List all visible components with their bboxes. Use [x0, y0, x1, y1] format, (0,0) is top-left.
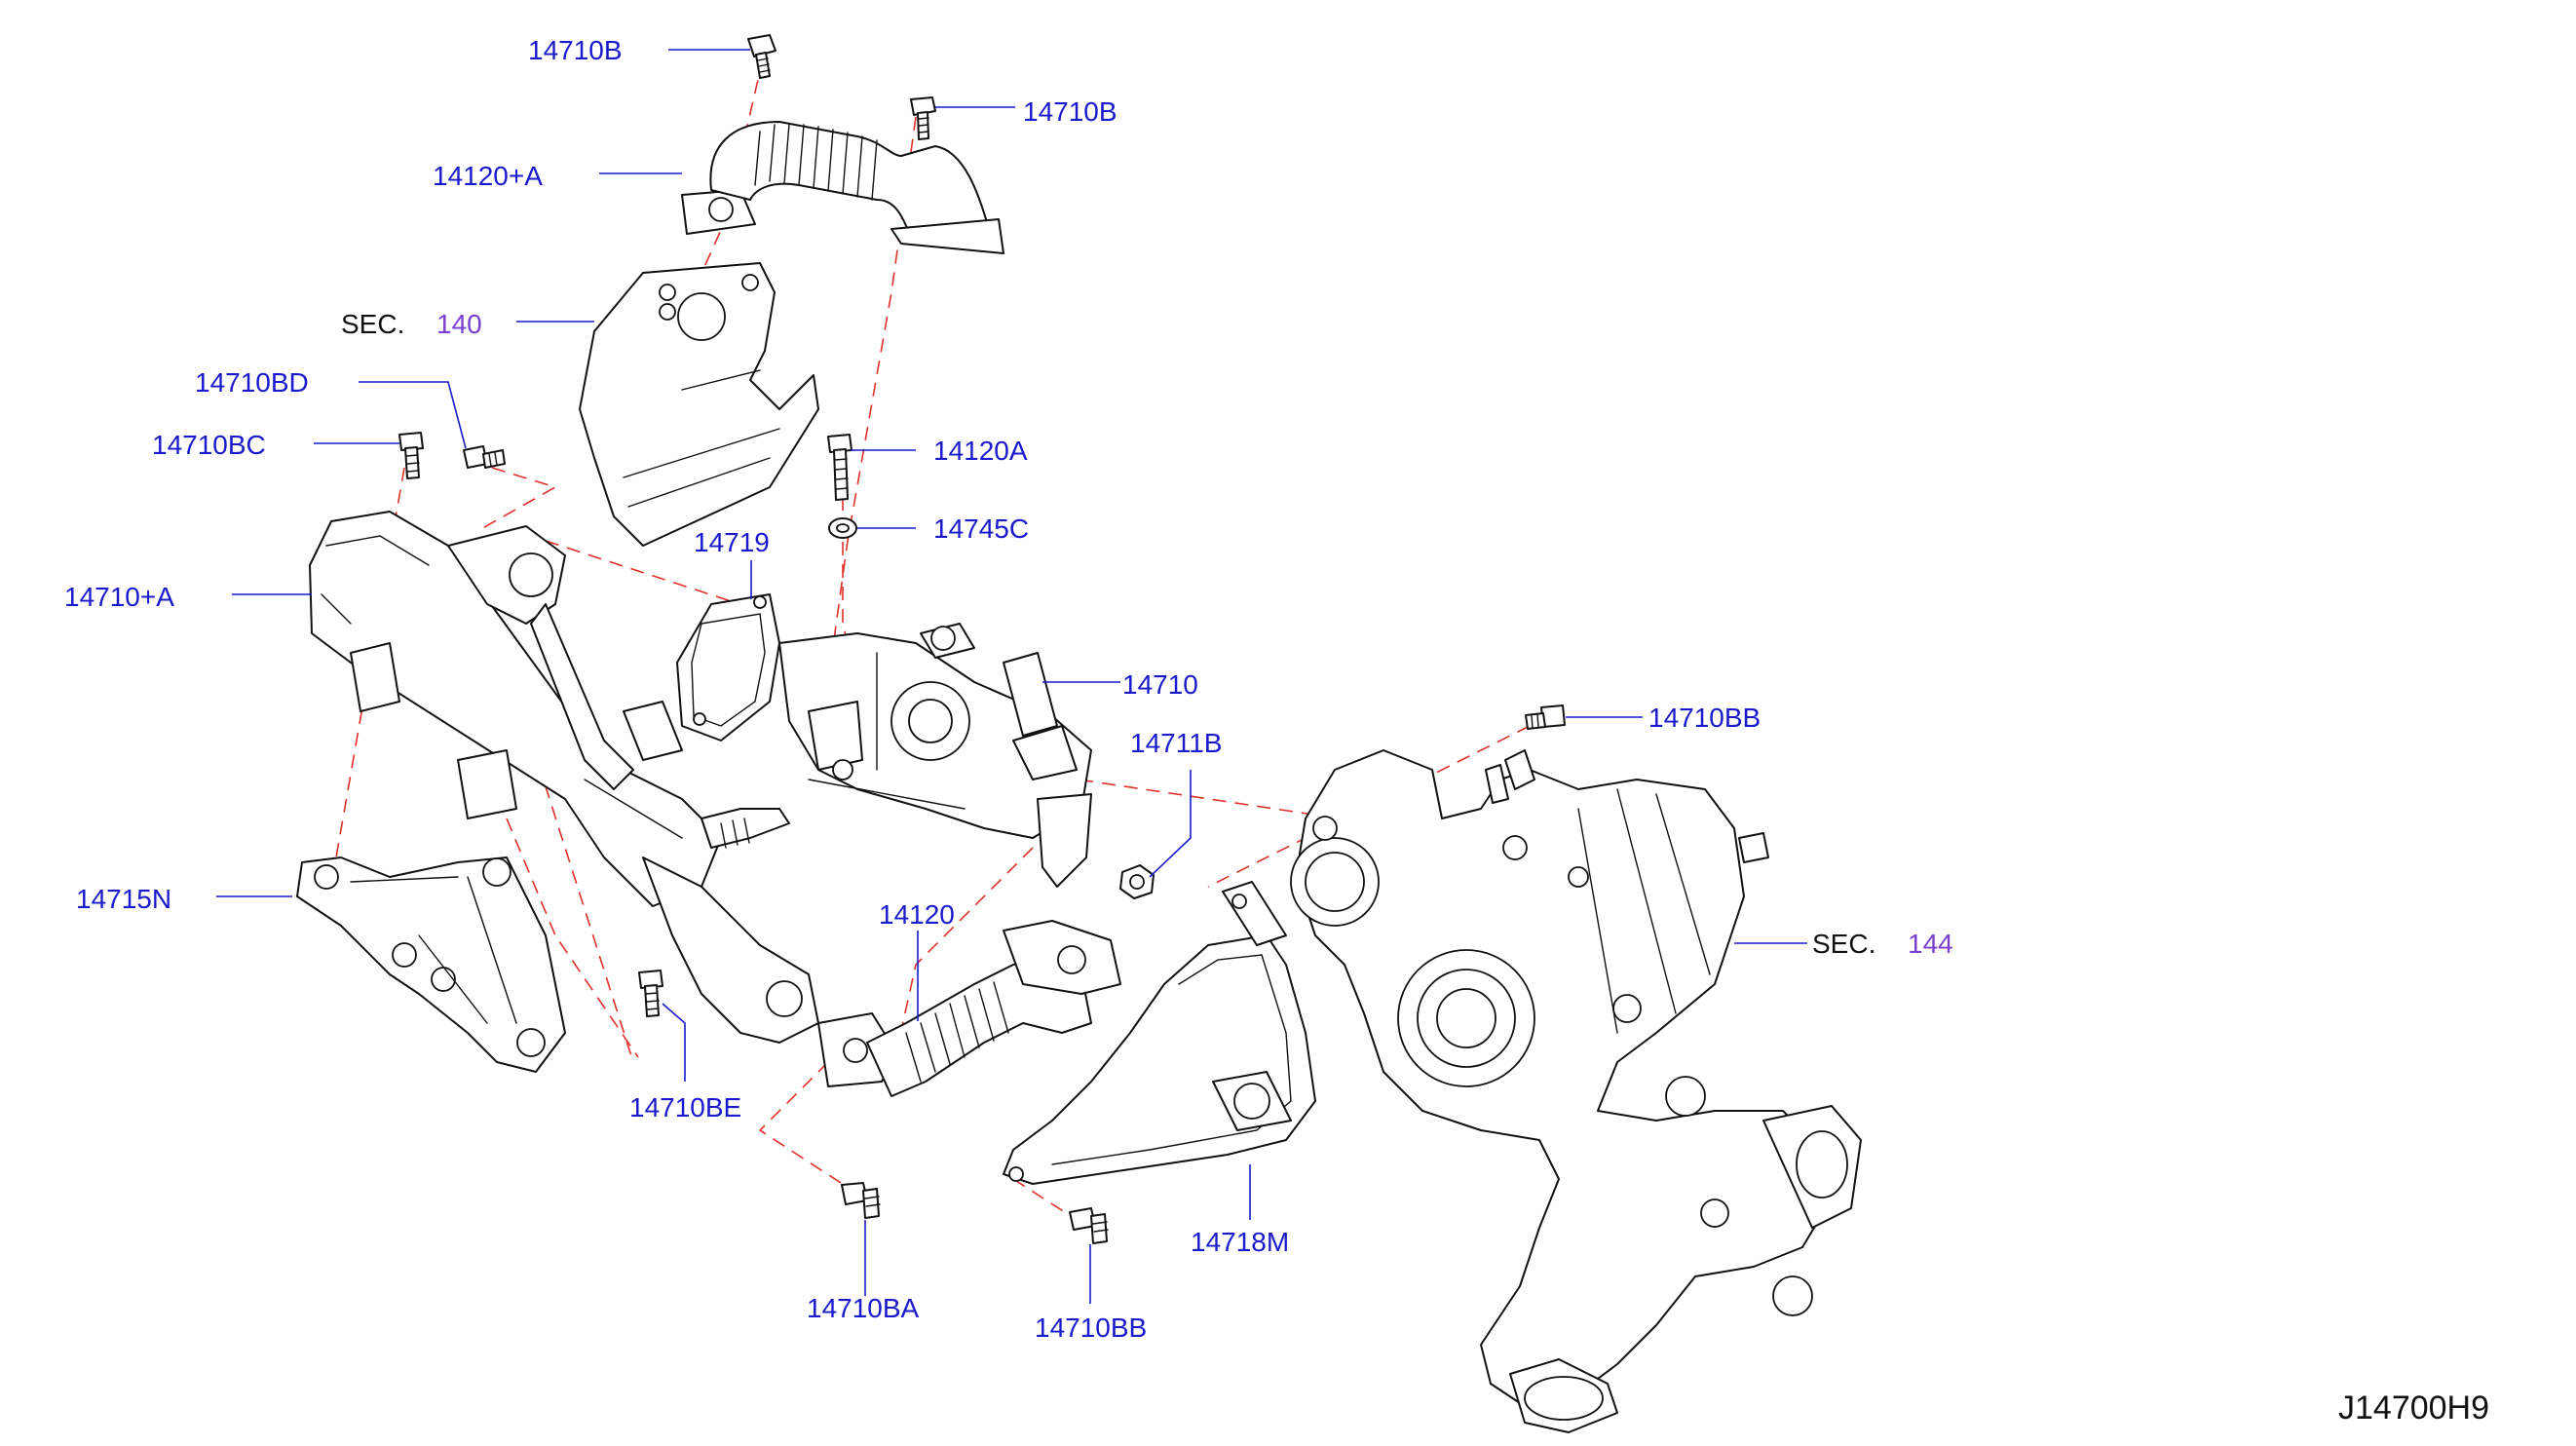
label-14120[interactable]: 14120 — [879, 899, 955, 930]
label-14719[interactable]: 14719 — [694, 527, 770, 557]
label-14710be[interactable]: 14710BE — [629, 1092, 741, 1123]
lower-egr-hose-icon[interactable] — [817, 920, 1121, 1097]
bolt-14710bc-icon[interactable] — [398, 432, 424, 479]
label-14745c[interactable]: 14745C — [933, 514, 1029, 544]
bracket-14715n-icon[interactable] — [296, 856, 566, 1073]
sec-144-link[interactable]: 144 — [1908, 929, 1953, 959]
upper-egr-hose-icon[interactable] — [681, 121, 1004, 254]
egr-cooler-14710a-icon[interactable] — [309, 511, 819, 1044]
label-14710bd[interactable]: 14710BD — [195, 367, 309, 398]
label-14710b-top-left[interactable]: 14710B — [528, 35, 623, 65]
egr-valve-14710-icon[interactable] — [778, 623, 1092, 888]
label-14710-plus-a[interactable]: 14710+A — [64, 582, 174, 612]
bolt-14710be-icon[interactable] — [638, 970, 663, 1017]
label-14710ba[interactable]: 14710BA — [807, 1293, 920, 1323]
label-14710bb-bottom[interactable]: 14710BB — [1035, 1313, 1147, 1343]
bolt-14710b-upper-left-icon[interactable] — [747, 34, 777, 79]
label-14710b-top-right[interactable]: 14710B — [1023, 96, 1118, 127]
label-14718m[interactable]: 14718M — [1191, 1227, 1289, 1257]
label-14120-plus-a[interactable]: 14120+A — [433, 161, 543, 191]
part-labels: 14710B 14710B 14120+A SEC. 140 14710BD 1… — [64, 35, 2489, 1427]
bolt-14710bd-icon[interactable] — [463, 445, 506, 469]
label-14715n[interactable]: 14715N — [76, 884, 171, 914]
sec-140-pipe-assembly-icon[interactable] — [579, 262, 819, 547]
bolt-14120a-icon[interactable] — [827, 434, 852, 501]
label-14710bb-right[interactable]: 14710BB — [1648, 703, 1761, 733]
leader-lines — [216, 49, 1807, 1304]
gasket-14719-icon[interactable] — [676, 593, 780, 742]
turbocharger-sec-144-icon[interactable] — [1290, 749, 1862, 1433]
bolt-14710ba-icon[interactable] — [841, 1182, 881, 1219]
sec-140-link[interactable]: 140 — [436, 309, 482, 339]
heat-shield-14718m-icon[interactable] — [1003, 881, 1316, 1185]
diagram-code: J14700H9 — [2338, 1389, 2489, 1427]
nut-14711b-icon[interactable] — [1119, 864, 1155, 899]
label-14120a[interactable]: 14120A — [933, 436, 1028, 466]
bolt-14710bb-lower-icon[interactable] — [1069, 1207, 1109, 1244]
sec-144-prefix: SEC. — [1812, 929, 1875, 959]
sec-140-prefix: SEC. — [341, 309, 404, 339]
label-14710[interactable]: 14710 — [1122, 669, 1198, 700]
bolt-14710b-upper-right-icon[interactable] — [910, 96, 936, 140]
label-14711b[interactable]: 14711B — [1130, 728, 1222, 758]
washer-14745c-icon[interactable] — [828, 517, 857, 539]
label-14710bc[interactable]: 14710BC — [152, 430, 266, 460]
bolt-14710bb-upper-icon[interactable] — [1525, 704, 1566, 730]
